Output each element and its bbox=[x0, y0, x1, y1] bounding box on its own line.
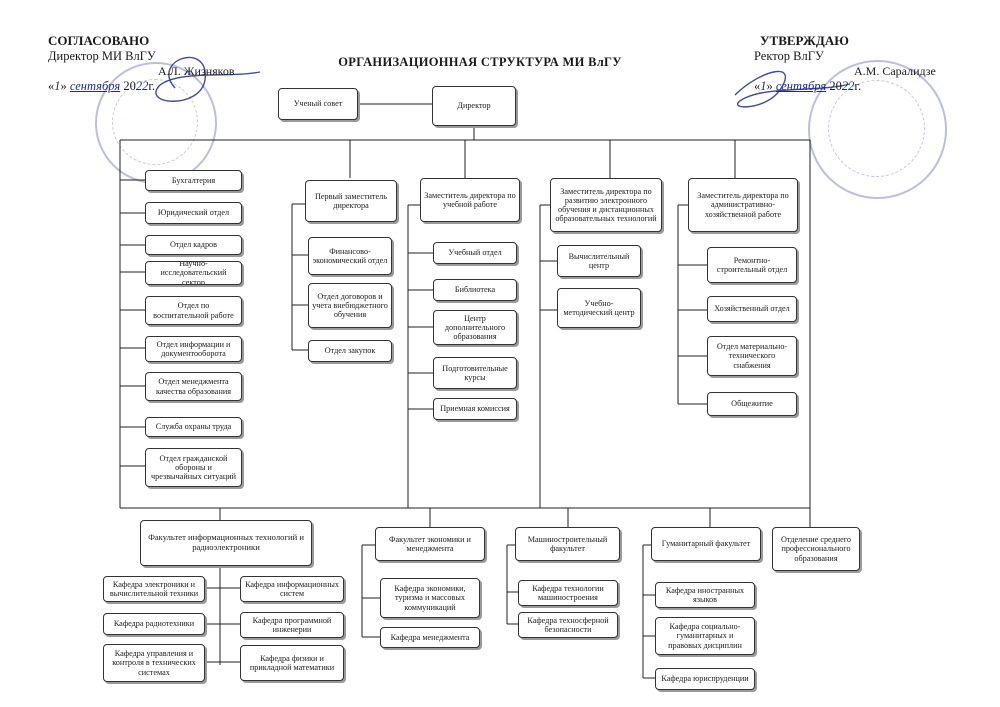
right-date-open: « bbox=[754, 79, 761, 93]
deputy-study-unit-4: Подготовительные курсы bbox=[433, 357, 517, 389]
right-date-month: сентября bbox=[775, 79, 827, 93]
department-box-1: Бухгалтерия bbox=[145, 170, 242, 191]
left-date-tail: г. bbox=[148, 79, 156, 93]
deputy-admin-unit-3: Отдел материально-технического снабжения bbox=[707, 336, 797, 376]
left-approval-position: Директор МИ ВлГУ bbox=[48, 49, 156, 63]
deputy-study-unit-3: Центр дополнительного образования bbox=[433, 310, 517, 345]
first-deputy-unit-3: Отдел закупок bbox=[308, 340, 392, 362]
left-approval-name: А.Л. Жизняков bbox=[158, 64, 235, 78]
faculty-it-dept-3: Кафедра управления и контроля в техничес… bbox=[103, 644, 205, 682]
deputy-admin-unit-1: Ремонтно-строительный отдел bbox=[707, 247, 797, 283]
faculty-it-dept-1: Кафедра электроники и вычислительной тех… bbox=[103, 576, 205, 602]
college-box: Отделение среднего профессионального обр… bbox=[772, 527, 860, 571]
academic-council-box: Ученый совет bbox=[278, 88, 358, 120]
faculty-mech-dept-1: Кафедра технологии машиностроения bbox=[518, 580, 618, 606]
left-approval-date: «1» сентября 2022г. bbox=[48, 79, 278, 94]
faculty-econ-box: Факультет экономики и менеджмента bbox=[375, 527, 485, 561]
department-box-2: Юридический отдел bbox=[145, 202, 242, 224]
deputy-elearning-unit-2: Учебно-методический центр bbox=[557, 288, 641, 328]
department-box-4: Научно-исследовательский сектор bbox=[145, 261, 242, 285]
deputy-admin-unit-2: Хозяйственный отдел bbox=[707, 296, 797, 322]
deputy-elearning-unit-1: Вычислительный центр bbox=[557, 245, 641, 277]
left-date-year-suffix: 22 bbox=[135, 79, 149, 93]
faculty-mech-box: Машиностроительный факультет bbox=[515, 527, 620, 561]
deputy-study-unit-1: Учебный отдел bbox=[433, 242, 517, 264]
first-deputy-box: Первый заместитель директора bbox=[305, 180, 397, 222]
department-box-5: Отдел по воспитательной работе bbox=[145, 296, 242, 325]
left-date-year-prefix: 20 bbox=[123, 79, 136, 93]
right-approval-heading: УТВЕРЖДАЮ bbox=[760, 33, 849, 48]
faculty-it-dept-2: Кафедра радиотехники bbox=[103, 613, 205, 635]
faculty-it-dept-4: Кафедра информационных систем bbox=[240, 576, 344, 602]
right-date-close: » bbox=[766, 79, 773, 93]
left-date-open: « bbox=[48, 79, 55, 93]
left-stamp-inner bbox=[112, 79, 198, 165]
deputy-study-unit-5: Приемная комиссия bbox=[433, 398, 517, 420]
right-approval-block: УТВЕРЖДАЮ Ректор ВлГУ А.М. Саралидзе «1»… bbox=[754, 33, 984, 94]
left-approval-block: СОГЛАСОВАНО Директор МИ ВлГУ А.Л. Жизняк… bbox=[48, 33, 278, 94]
faculty-econ-dept-1: Кафедра экономики, туризма и массовых ко… bbox=[380, 578, 480, 618]
faculty-mech-dept-2: Кафедра техносферной безопасности bbox=[518, 612, 618, 638]
right-approval-date: «1» сентября 2022г. bbox=[754, 79, 984, 94]
department-box-8: Служба охраны труда bbox=[145, 417, 242, 437]
deputy-admin-unit-4: Общежитие bbox=[707, 392, 797, 416]
faculty-econ-dept-2: Кафедра менеджмента bbox=[380, 627, 480, 648]
faculty-hum-dept-1: Кафедра иностранных языков bbox=[655, 582, 755, 608]
department-box-3: Отдел кадров bbox=[145, 235, 242, 255]
left-date-close: » bbox=[60, 79, 67, 93]
faculty-it-box: Факультет информационных технологий и ра… bbox=[140, 520, 312, 566]
right-approval-position: Ректор ВлГУ bbox=[754, 49, 824, 63]
deputy-study-box: Заместитель директора по учебной работе bbox=[420, 178, 520, 222]
first-deputy-unit-1: Финансово-экономический отдел bbox=[308, 237, 392, 275]
faculty-hum-dept-3: Кафедра юриспруденции bbox=[655, 668, 755, 690]
faculty-hum-dept-2: Кафедра социально-гуманитарных и правовы… bbox=[655, 617, 755, 655]
left-date-month: сентября bbox=[69, 79, 121, 93]
right-stamp-inner bbox=[828, 80, 925, 177]
right-date-year-suffix: 22 bbox=[841, 79, 855, 93]
first-deputy-unit-2: Отдел договоров и учета внебюджетного об… bbox=[308, 283, 392, 328]
deputy-elearning-box: Заместитель директора по развитию электр… bbox=[550, 178, 662, 232]
right-date-day: 1 bbox=[760, 79, 767, 93]
director-box: Директор bbox=[432, 86, 516, 126]
deputy-study-unit-2: Библиотека bbox=[433, 279, 517, 301]
department-box-6: Отдел информации и документооборота bbox=[145, 336, 242, 362]
deputy-admin-box: Заместитель директора по административно… bbox=[688, 178, 798, 232]
right-date-tail: г. bbox=[854, 79, 862, 93]
faculty-hum-box: Гуманитарный факультет bbox=[651, 527, 761, 561]
right-approval-name: А.М. Саралидзе bbox=[854, 64, 936, 78]
faculty-it-dept-6: Кафедра физики и прикладной математики bbox=[240, 645, 344, 681]
left-approval-heading: СОГЛАСОВАНО bbox=[48, 33, 150, 48]
right-stamp bbox=[808, 60, 947, 199]
faculty-it-dept-5: Кафедра программной инженерии bbox=[240, 612, 344, 638]
department-box-9: Отдел гражданской обороны и чрезвычайных… bbox=[145, 448, 242, 487]
page-title: ОРГАНИЗАЦИОННАЯ СТРУКТУРА МИ ВлГУ bbox=[338, 55, 622, 69]
department-box-7: Отдел менеджмента качества образования bbox=[145, 372, 242, 401]
left-date-day: 1 bbox=[54, 79, 61, 93]
right-date-year-prefix: 20 bbox=[829, 79, 842, 93]
